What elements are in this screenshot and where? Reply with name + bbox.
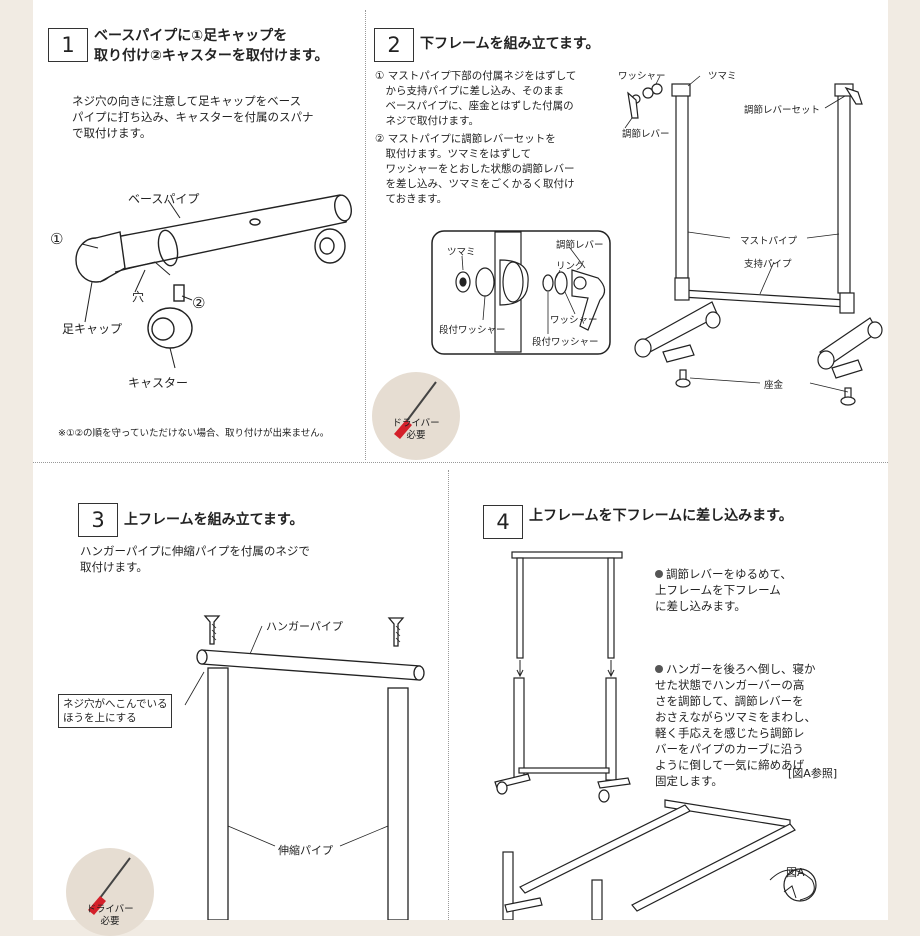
figure-a-label: 図A [786, 866, 805, 879]
label-circle-two: ② [192, 294, 206, 312]
label-detail-washer-stepped: 段付ワッシャー [439, 325, 506, 336]
bullet-dot [655, 665, 663, 673]
step-1-description: ネジ穴の向きに注意して足キャップをベース パイプに打ち込み、キャスターを付属のス… [72, 94, 314, 140]
step-4-number: 4 [483, 505, 523, 539]
label-circle-one: ① [50, 230, 64, 248]
step-4-title: 上フレームを下フレームに差し込みます。 [529, 508, 793, 524]
screwdriver-icon [88, 857, 131, 915]
label-foot-cap: 足キャップ [62, 322, 123, 336]
step-2-description-2: ② マストパイプに調節レバーセットを 取付けます。ツマミをはずして ワッシャーを… [375, 133, 575, 205]
label-zagane: 座金 [764, 380, 784, 391]
label-extend-pipe: 伸縮パイプ [278, 844, 333, 857]
step-3-number: 3 [78, 503, 118, 537]
label-lever-set: 調節レバーセット [744, 105, 821, 116]
instruction-sheet [33, 0, 888, 920]
step-3-description: ハンガーパイプに伸縮パイプを付属のネジで 取付けます。 [80, 544, 310, 574]
step-4-bullet-2: ハンガーを後ろへ倒し、寝か せた状態でハンガーバーの高 さを調節して、調節レバー… [655, 645, 865, 789]
divider-horizontal [33, 462, 888, 463]
label-lever: 調節レバー [622, 129, 670, 140]
bullet-1-text: 調節レバーをゆるめて、 上フレームを下フレーム に差し込みます。 [655, 567, 792, 613]
label-top-tsumami: ツマミ [708, 71, 737, 82]
label-detail-washer: ワッシャー [550, 315, 598, 326]
label-support-pipe: 支持パイプ [744, 259, 792, 270]
step-3-title: 上フレームを組み立てます。 [124, 512, 304, 528]
label-hanger-pipe: ハンガーパイプ [266, 620, 343, 633]
bullet-dot [655, 570, 663, 578]
step-1-note: ※①②の順を守っていただけない場合、取り付けが出来ません。 [58, 428, 330, 439]
label-hole: 穴 [132, 290, 145, 304]
step-2-title: 下フレームを組み立てます。 [420, 36, 600, 52]
bullet-2-text: ハンガーを後ろへ倒し、寝か せた状態でハンガーバーの高 さを調節して、調節レバー… [655, 662, 816, 788]
badge-text: ドライバー 必要 [392, 418, 440, 441]
label-base-pipe: ベースパイプ [128, 192, 200, 206]
label-detail-ring: リング [556, 261, 585, 272]
step-2-number: 2 [374, 28, 414, 62]
screwdriver-icon [394, 381, 437, 439]
label-detail-lever: 調節レバー [556, 240, 604, 251]
label-caster: キャスター [128, 376, 189, 390]
label-mast-pipe: マストパイプ [740, 236, 798, 247]
step-1-number: 1 [48, 28, 88, 62]
divider-vertical-bottom [448, 470, 449, 920]
label-detail-washer-stepped-2: 段付ワッシャー [532, 337, 599, 348]
step-4-bullet-1: 調節レバーをゆるめて、 上フレームを下フレーム に差し込みます。 [655, 550, 855, 614]
divider-vertical-top [365, 10, 366, 460]
step-3-callout: ネジ穴がへこんでいる ほうを上にする [58, 694, 173, 728]
screwdriver-badge-step-2: ドライバー 必要 [372, 372, 460, 460]
step-2-description-1: ① マストパイプ下部の付属ネジをはずして から支持パイプに差し込み、そのまま ベ… [375, 70, 577, 127]
step-1-title: ベースパイプに①足キャップを 取り付け②キャスターを取付けます。 [94, 28, 329, 64]
label-detail-tsumami: ツマミ [447, 247, 476, 258]
label-top-washer: ワッシャー [618, 71, 666, 82]
figure-reference: [図A参照] [788, 767, 838, 780]
